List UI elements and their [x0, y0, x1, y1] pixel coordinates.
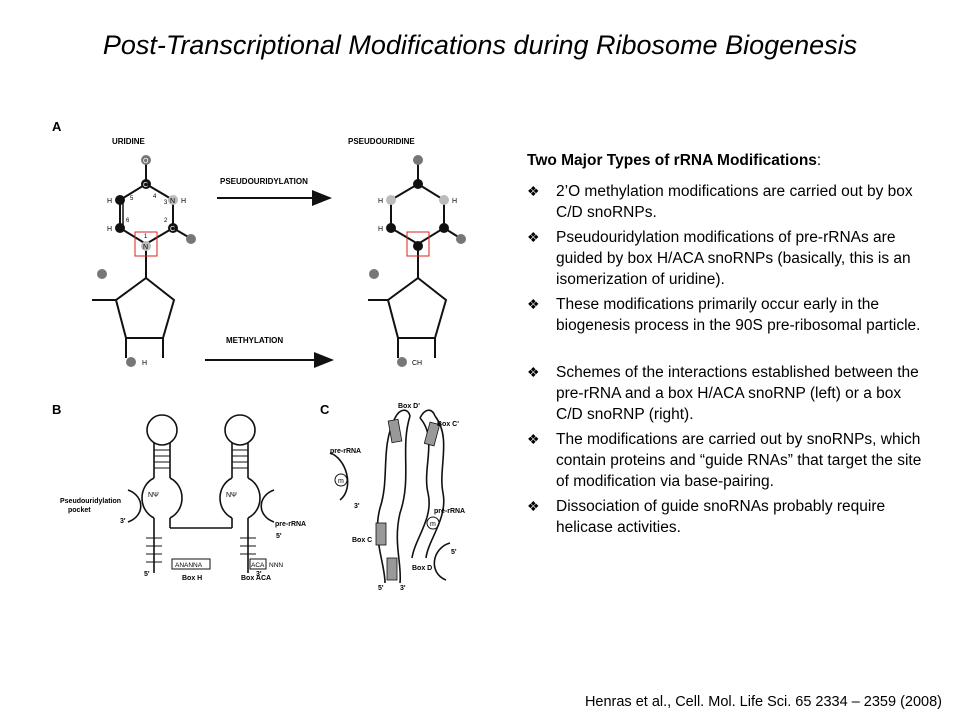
bullet-diamond-icon: ❖: [527, 229, 540, 245]
bullet-diamond-icon: ❖: [527, 296, 540, 312]
svg-text:5: 5: [130, 196, 134, 202]
hairpin-rungs: [146, 449, 256, 563]
bullet-list: ❖ 2’O methylation modifications are carri…: [527, 181, 927, 538]
figure-svg: A URIDINE PSEUDOURIDINE O C N H C H H N …: [50, 118, 470, 593]
box-c-label: Box C: [352, 537, 372, 544]
c-pre-rrna-right: pre-rRNA: [434, 508, 465, 515]
cd-boxes: [375, 418, 441, 581]
anana-label: ANANNA: [175, 562, 203, 569]
nnn-label: NNN: [269, 562, 283, 569]
panel-a-letter: A: [52, 119, 62, 134]
box-aca-label: Box ACA: [241, 575, 271, 582]
pseudouridine-label: PSEUDOURIDINE: [348, 137, 415, 146]
svg-text:H: H: [378, 226, 383, 233]
bullet-text: These modifications primarily occur earl…: [556, 296, 921, 334]
panel-b-letter: B: [52, 402, 61, 417]
bullet-item: ❖ 2’O methylation modifications are carri…: [527, 181, 927, 223]
uridine-atoms: O C N H C H H N 4 5 6 1 2 3: [107, 155, 196, 257]
svg-text:4: 4: [153, 194, 157, 200]
svg-text:H: H: [181, 198, 186, 205]
svg-text:C: C: [170, 226, 175, 233]
uridine-sugar: H: [92, 269, 176, 367]
bullet-text: 2’O methylation modifications are carrie…: [556, 183, 913, 221]
panel-c-letter: C: [320, 402, 330, 417]
text-panel: Two Major Types of rRNA Modifications: ❖…: [527, 150, 927, 542]
n-psi-left: NΨ: [148, 492, 159, 499]
b-three-prime-bottom: 3': [256, 571, 262, 578]
svg-text:H: H: [107, 198, 112, 205]
svg-text:H: H: [107, 226, 112, 233]
slide-title: Post-Transcriptional Modifications durin…: [102, 30, 858, 60]
aca-label: ACA: [251, 562, 265, 569]
b-five-prime-right: 5': [276, 533, 282, 540]
svg-text:H: H: [452, 198, 457, 205]
bullet-text: Dissociation of guide snoRNAs probably r…: [556, 498, 886, 536]
svg-text:O: O: [143, 158, 149, 165]
anana-box: [171, 558, 211, 570]
pocket-label-2: pocket: [68, 507, 91, 514]
c-five-prime-bottom: 5': [378, 585, 384, 592]
svg-text:C: C: [143, 182, 148, 189]
svg-text:3: 3: [164, 200, 168, 206]
box-d-prime-label: Box D': [398, 403, 420, 410]
c-m-left: m: [338, 478, 344, 485]
heading-colon: :: [816, 152, 822, 169]
bullet-text: Pseudouridylation modifications of pre-r…: [556, 229, 911, 288]
bullet-item: ❖ Dissociation of guide snoRNAs probably …: [527, 496, 927, 538]
b-three-prime-left: 3': [120, 518, 126, 525]
citation: Henras et al., Cell. Mol. Life Sci. 65 2…: [584, 694, 942, 710]
c-pre-rrna-left: pre-rRNA: [330, 448, 361, 455]
pseudouridine-atoms: H H H: [378, 155, 466, 257]
svg-text:N: N: [143, 244, 148, 251]
svg-text:N: N: [170, 198, 175, 205]
svg-text:CH: CH: [412, 360, 422, 367]
ribosome-modification-figure: A URIDINE PSEUDOURIDINE O C N H C H H N …: [50, 118, 470, 593]
bullet-text: The modifications are carried out by sno…: [556, 431, 922, 490]
methylation-label: METHYLATION: [226, 336, 283, 345]
c-m-right: m: [430, 521, 436, 528]
c-three-prime-bottom: 3': [400, 585, 406, 592]
svg-text:H: H: [378, 198, 383, 205]
heading-text: Two Major Types of rRNA Modifications: [527, 152, 817, 169]
c-methyl-mark-right: [426, 516, 440, 530]
bullet-diamond-icon: ❖: [527, 431, 540, 447]
b-five-prime-bottom: 5': [144, 571, 150, 578]
bullet-item: ❖ Schemes of the interactions established…: [527, 362, 927, 425]
bullet-diamond-icon: ❖: [527, 183, 540, 199]
bullet-text: Schemes of the interactions established …: [556, 364, 919, 423]
box-d-label: Box D: [412, 565, 432, 572]
svg-text:H: H: [142, 360, 147, 367]
svg-text:6: 6: [126, 218, 130, 224]
box-h-label: Box H: [182, 575, 202, 582]
bullet-diamond-icon: ❖: [527, 364, 540, 380]
box-c-prime-label: Box C': [437, 421, 459, 428]
bullet-item: ❖ The modifications are carried out by sn…: [527, 429, 927, 492]
c-three-prime-left: 3': [354, 503, 360, 510]
c-methyl-mark-left: [334, 473, 348, 487]
section-heading: Two Major Types of rRNA Modifications:: [527, 150, 927, 171]
pocket-label: Pseudouridylation: [60, 498, 121, 505]
pseudouridylation-label: PSEUDOURIDYLATION: [220, 177, 308, 186]
svg-text:1: 1: [144, 234, 148, 240]
uridine-label: URIDINE: [112, 137, 146, 146]
bullet-item: ❖ Pseudouridylation modifications of pre-…: [527, 227, 927, 290]
bullet-diamond-icon: ❖: [527, 498, 540, 514]
bullet-item: ❖ These modifications primarily occur ear…: [527, 294, 927, 336]
pseudouridine-sugar: CH: [368, 269, 448, 367]
svg-text:2: 2: [164, 218, 168, 224]
n-psi-right: NΨ: [226, 492, 237, 499]
aca-box: [249, 558, 267, 570]
c-five-prime-right: 5': [451, 549, 457, 556]
b-pre-rrna-label: pre-rRNA: [275, 521, 306, 528]
